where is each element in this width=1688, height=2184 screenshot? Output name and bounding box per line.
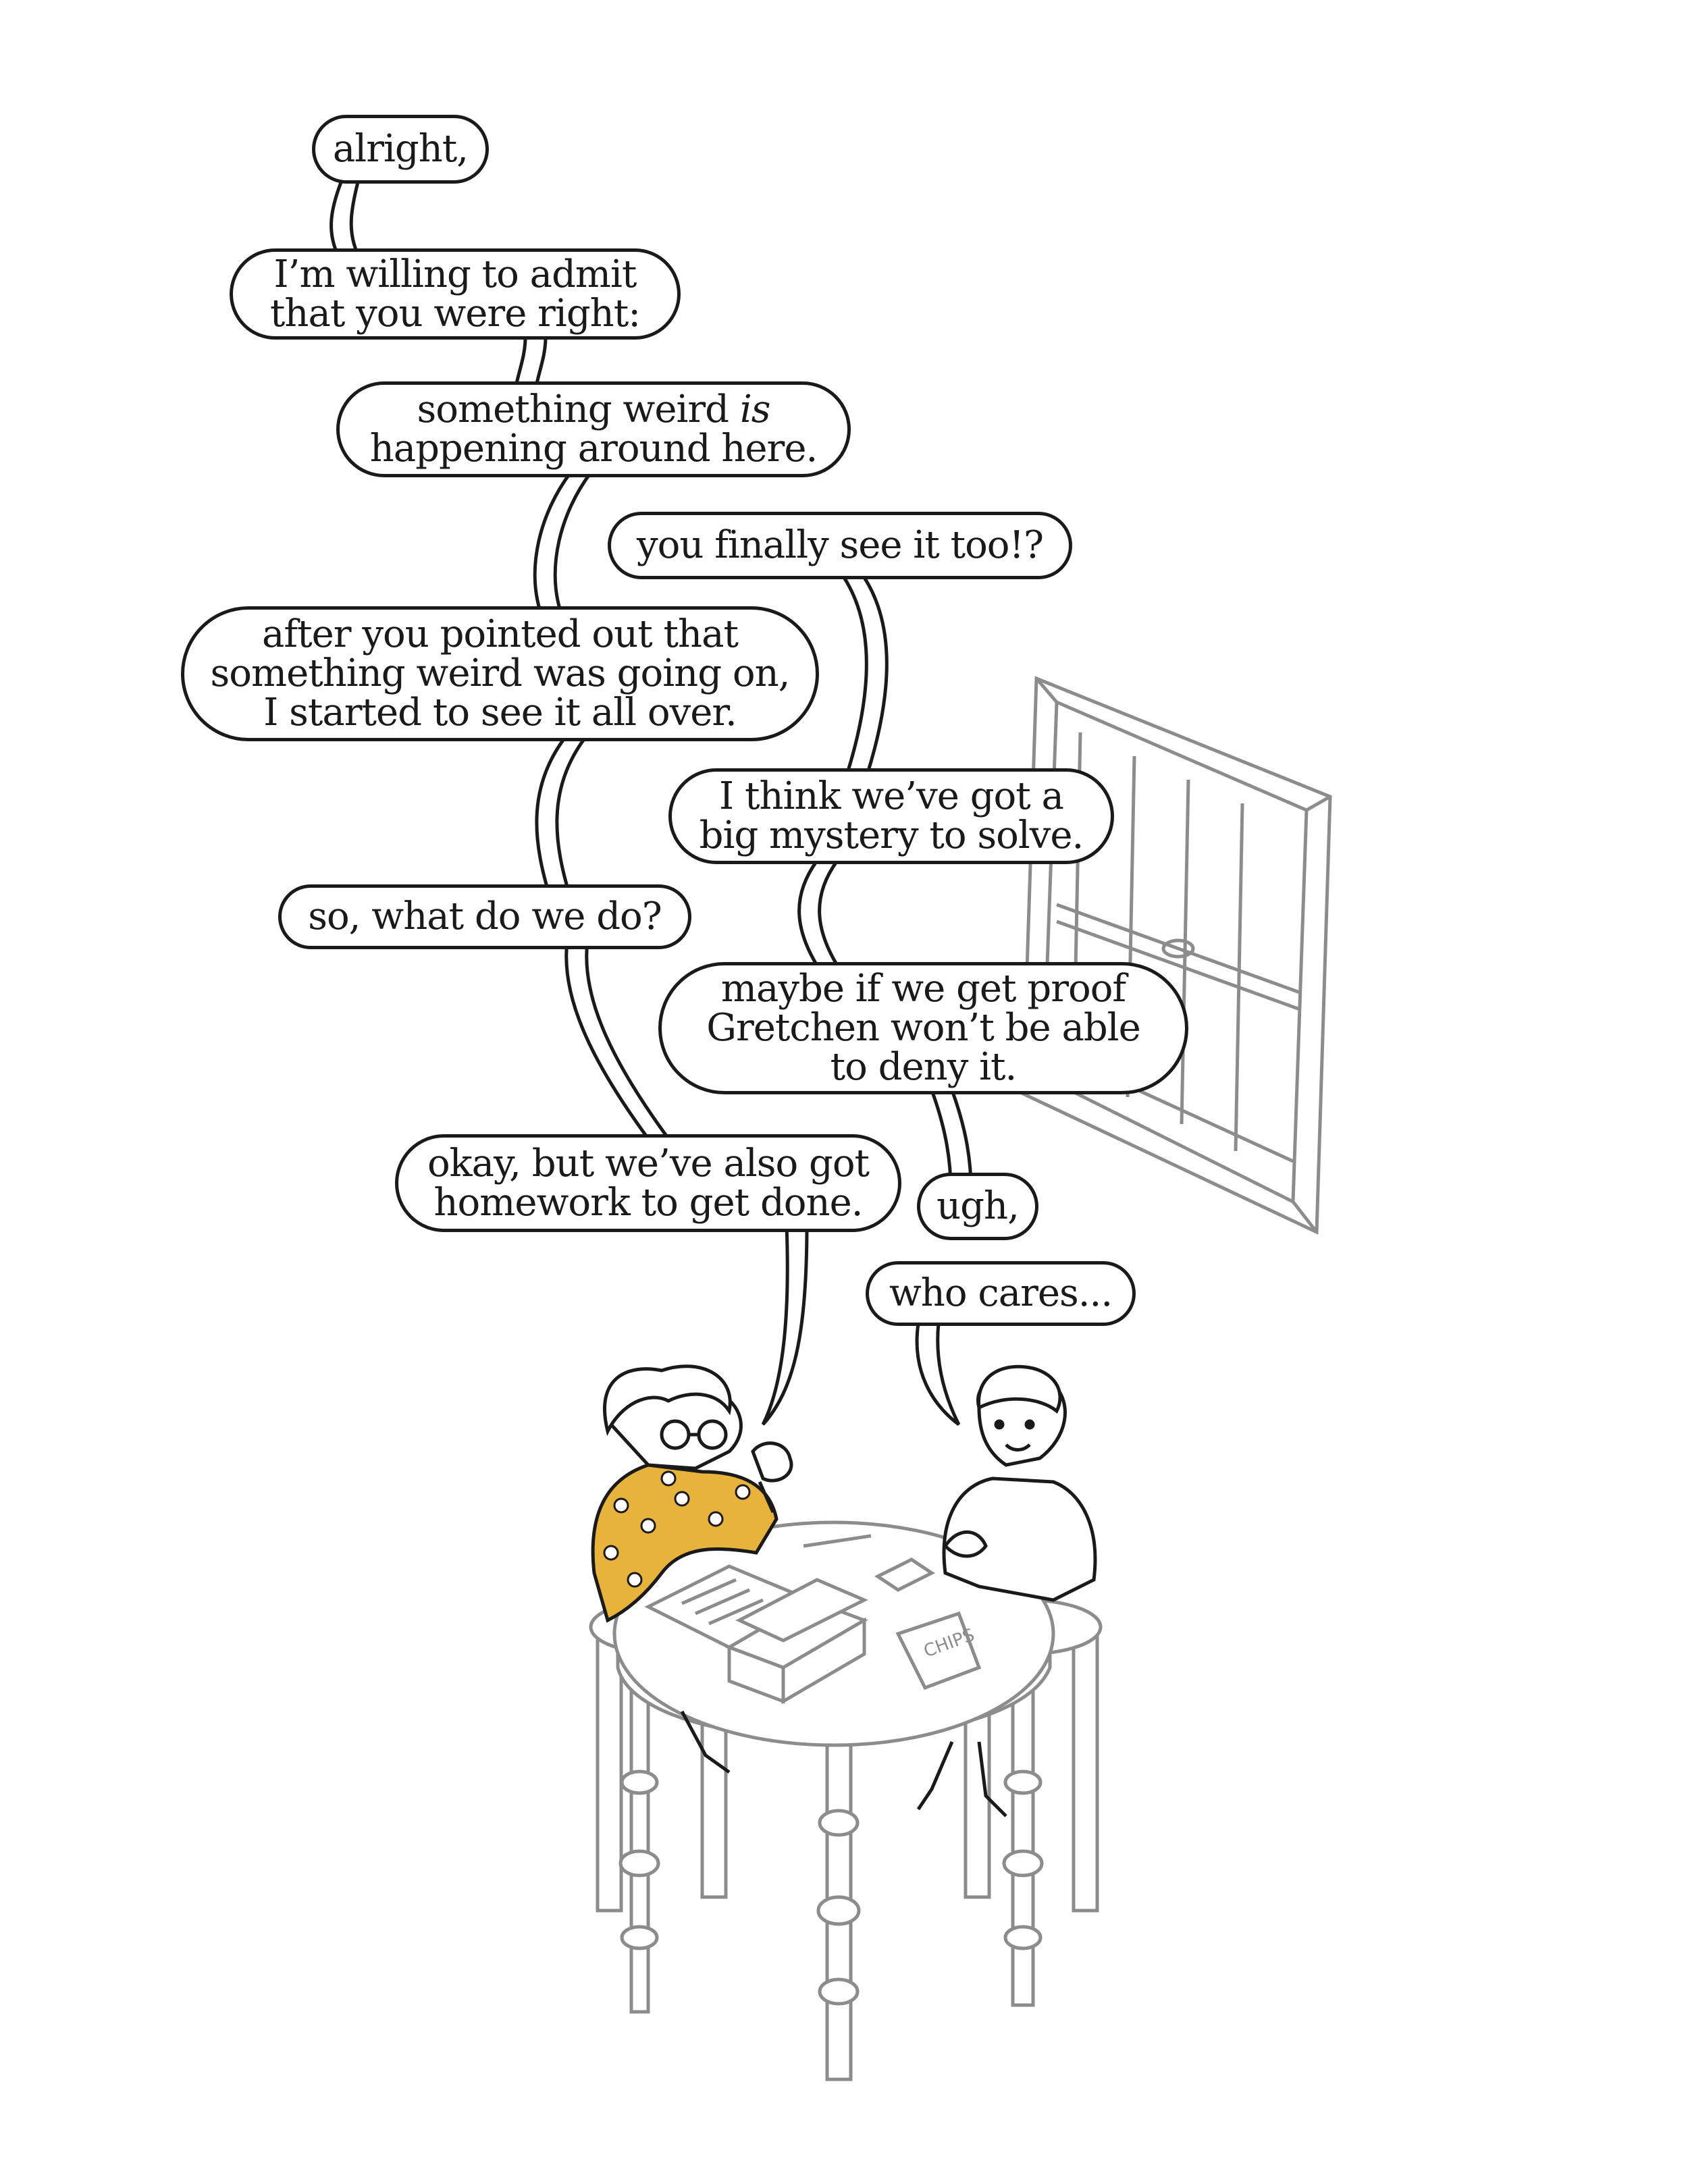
speech-bubble-1: alright,: [312, 115, 489, 184]
bubble-5-line-1: after you pointed out that: [262, 612, 739, 656]
bubble-6-line-1: I think we’ve got a: [719, 774, 1064, 818]
speech-bubble-6: I think we’ve got a big mystery to solve…: [668, 768, 1114, 864]
window: [1021, 676, 1332, 1235]
bubble-6-line-2: big mystery to solve.: [699, 814, 1084, 857]
table-items: [644, 1534, 982, 1705]
speech-bubble-4: you finally see it too!?: [608, 512, 1072, 579]
snack-bag: [895, 1611, 982, 1690]
clasped-hands: [943, 1530, 988, 1558]
bubble-3-line-1-emphasis: is: [739, 388, 771, 431]
speech-bubble-3: something weird is happening around here…: [336, 381, 851, 477]
legs-girl: [680, 1710, 731, 1774]
bubble-8-line-2: Gretchen won’t be able: [706, 1006, 1140, 1050]
bubble-8-line-3: to deny it.: [830, 1045, 1018, 1089]
speech-bubble-5: after you pointed out that something wei…: [181, 606, 819, 741]
pencil: [803, 1534, 872, 1548]
hair: [603, 1364, 732, 1437]
bubble-7-line-1: so, what do we do?: [308, 895, 662, 938]
bubble-3-line-2: happening around here.: [369, 427, 818, 471]
bubble-5-line-2: something weird was going on,: [210, 651, 791, 695]
bubble-1-line-1: alright,: [332, 127, 469, 171]
legs-boy: [916, 1741, 954, 1811]
speech-bubble-9: okay, but we’ve also got homework to get…: [395, 1134, 901, 1232]
bubble-9-line-2: homework to get done.: [433, 1180, 863, 1225]
bubble-9-line-1: okay, but we’ve also got: [427, 1141, 870, 1186]
bubble-connectors: [329, 182, 973, 1426]
bubble-10-line-1: ugh,: [937, 1184, 1020, 1228]
eraser: [874, 1557, 935, 1592]
bubble-4-line-1: you finally see it too!?: [636, 523, 1044, 567]
hair: [977, 1364, 1062, 1414]
speech-bubble-2: I’m willing to admit that you were right…: [230, 248, 681, 340]
sweater: [942, 1476, 1097, 1602]
bubble-5-line-3: I started to see it all over.: [263, 691, 737, 735]
character-girl: [591, 1364, 793, 1774]
bubble-2-line-1: I’m willing to admit: [273, 252, 637, 296]
bubble-3-line-1-pre: something weird: [417, 388, 740, 431]
sweater-flowers: [603, 1470, 751, 1588]
bubble-3-line-1: something weird is: [417, 388, 771, 431]
bubble-2-line-2: that you were right:: [269, 291, 641, 336]
bubble-11-line-1: who cares...: [889, 1271, 1113, 1315]
speech-bubble-10: ugh,: [917, 1173, 1038, 1240]
speech-bubble-8: maybe if we get proof Gretchen won’t be …: [658, 962, 1188, 1094]
speech-bubble-7: so, what do we do?: [278, 884, 691, 949]
character-boy: [916, 1364, 1097, 1817]
bubble-8-line-1: maybe if we get proof: [720, 967, 1126, 1011]
speech-bubble-11: who cares...: [866, 1261, 1136, 1326]
raised-fist: [751, 1441, 793, 1483]
